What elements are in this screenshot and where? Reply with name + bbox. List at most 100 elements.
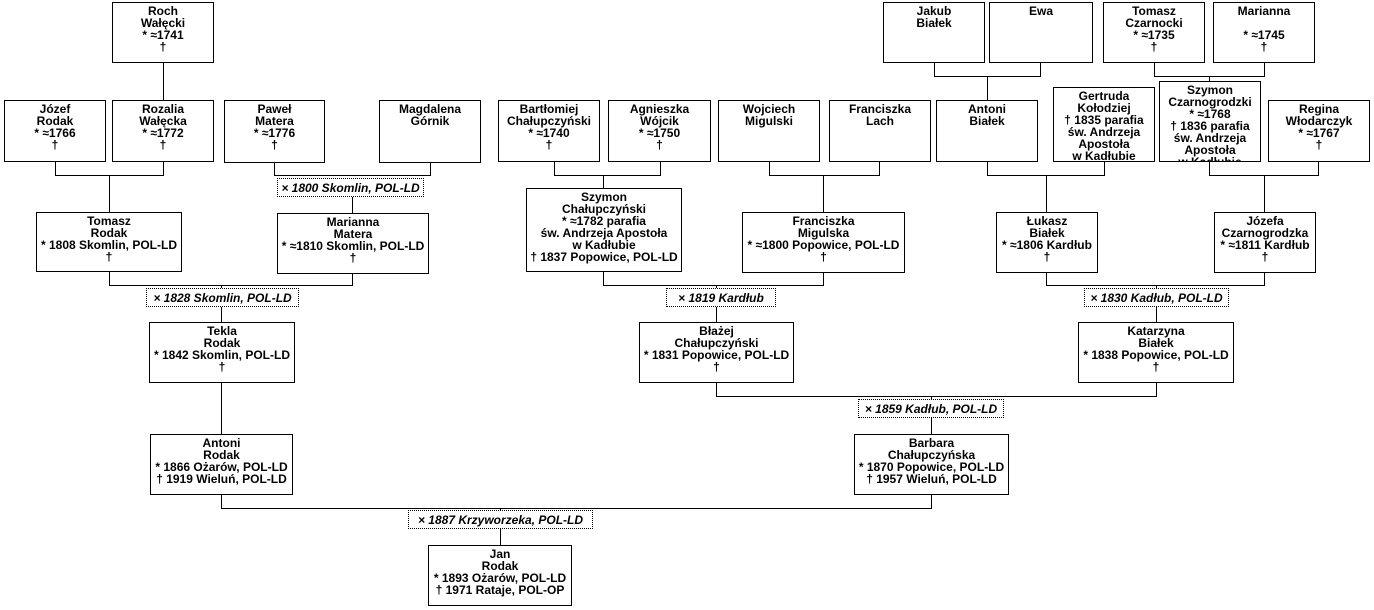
- connector-line: [934, 63, 935, 76]
- connector-line: [716, 383, 717, 396]
- person-line: Błażej: [699, 324, 734, 338]
- person-line: Czarnocki: [1125, 16, 1183, 30]
- connector-line: [109, 285, 353, 286]
- person-line: Gertruda: [1078, 89, 1130, 103]
- person-line: † 1837 Popowice, POL-LD: [530, 250, 678, 264]
- person-line: †: [1315, 138, 1323, 152]
- person-line: †: [1150, 40, 1158, 54]
- person-line: Ewa: [1028, 4, 1053, 18]
- connector-line: [1209, 76, 1210, 81]
- person-line: Antoni: [202, 436, 241, 450]
- person-line: * 1842 Skomlin, POL-LD: [153, 348, 291, 362]
- person-line: * ≈1782 parafia: [562, 214, 646, 228]
- person-line: * 1808 Skomlin, POL-LD: [40, 238, 178, 252]
- person-box: Ewa: [989, 2, 1093, 63]
- connector-line: [603, 272, 604, 285]
- person-line: * ≈1800 Popowice, POL-LD: [747, 238, 900, 252]
- person-line: † 1835 parafia: [1064, 113, 1144, 127]
- person-line: †: [271, 138, 278, 152]
- connector-line: [554, 175, 661, 176]
- person-line: Wojciech: [742, 102, 796, 116]
- person-line: Katarzyna: [1127, 324, 1185, 338]
- connector-line: [430, 163, 431, 175]
- connector-line: [1264, 273, 1265, 285]
- person-line: †: [1261, 250, 1269, 264]
- person-line: Paweł: [257, 102, 292, 116]
- connector-line: [1318, 162, 1319, 175]
- marriage-label: × 1887 Krzyworzeka, POL-LD: [408, 510, 593, 529]
- connector-line: [1046, 175, 1047, 212]
- person-line: Wałęcka: [139, 114, 187, 128]
- person-line: * 1838 Popowice, POL-LD: [1083, 348, 1229, 362]
- person-box: Marianna * ≈1745†: [1213, 2, 1315, 63]
- connector-line: [221, 383, 222, 434]
- connector-line: [1154, 63, 1155, 76]
- person-line: Łukasz: [1026, 214, 1068, 228]
- person-line: †: [656, 138, 663, 152]
- person-line: Tekla: [207, 324, 237, 338]
- person-line: Antoni: [968, 102, 1006, 116]
- person-line: * 1893 Ożarów, POL-LD: [433, 571, 567, 585]
- connector-line: [274, 175, 431, 176]
- connector-line: [221, 495, 222, 508]
- person-line: w Kadłubie: [1178, 155, 1242, 162]
- connector-line: [1209, 162, 1210, 175]
- person-line: w Kadłubie: [1072, 149, 1136, 162]
- person-line: Rodak: [481, 559, 519, 573]
- person-line: Apostoła: [1078, 137, 1130, 151]
- connector-line: [55, 162, 56, 175]
- person-line: Bartłomiej: [519, 102, 579, 116]
- person-line: Barbara: [908, 436, 955, 450]
- connector-line: [716, 396, 1157, 397]
- person-line: Białek: [1138, 336, 1174, 350]
- connector-line: [1046, 285, 1265, 286]
- person-line: †: [713, 360, 720, 374]
- person-line: * ≈1776: [253, 126, 296, 140]
- person-line: Matera: [333, 227, 373, 241]
- person-line: Regina: [1298, 102, 1339, 116]
- person-line: Migulski: [744, 114, 793, 128]
- person-line: †: [159, 40, 167, 54]
- person-line: Marianna: [326, 215, 380, 229]
- person-line: Chałupczyński: [506, 114, 592, 128]
- person-line: * ≈1772: [142, 126, 184, 140]
- person-line: †: [820, 250, 827, 264]
- person-line: †: [218, 360, 226, 374]
- connector-line: [109, 175, 110, 212]
- person-line: Rodak: [203, 448, 240, 462]
- connector-line: [603, 285, 824, 286]
- person-line: Magdalena: [398, 102, 461, 116]
- person-line: Franciszka: [792, 214, 855, 228]
- connector-line: [163, 162, 164, 175]
- person-line: Kołodziej: [1077, 101, 1131, 115]
- person-line: Jan: [489, 547, 511, 561]
- person-line: * ≈1750: [638, 126, 681, 140]
- person-line: * ≈1740: [528, 126, 570, 140]
- person-line: św. Andrzeja: [1173, 131, 1247, 145]
- person-line: Matera: [255, 114, 294, 128]
- person-line: Białek: [916, 16, 952, 30]
- person-line: Szymon: [1186, 83, 1233, 97]
- person-line: Lach: [865, 114, 894, 128]
- connector-line: [352, 274, 353, 285]
- person-line: * ≈1735: [1133, 28, 1175, 42]
- connector-line: [603, 175, 604, 188]
- person-line: Rodak: [36, 114, 74, 128]
- person-line: Białek: [969, 114, 1005, 128]
- connector-line: [987, 162, 988, 175]
